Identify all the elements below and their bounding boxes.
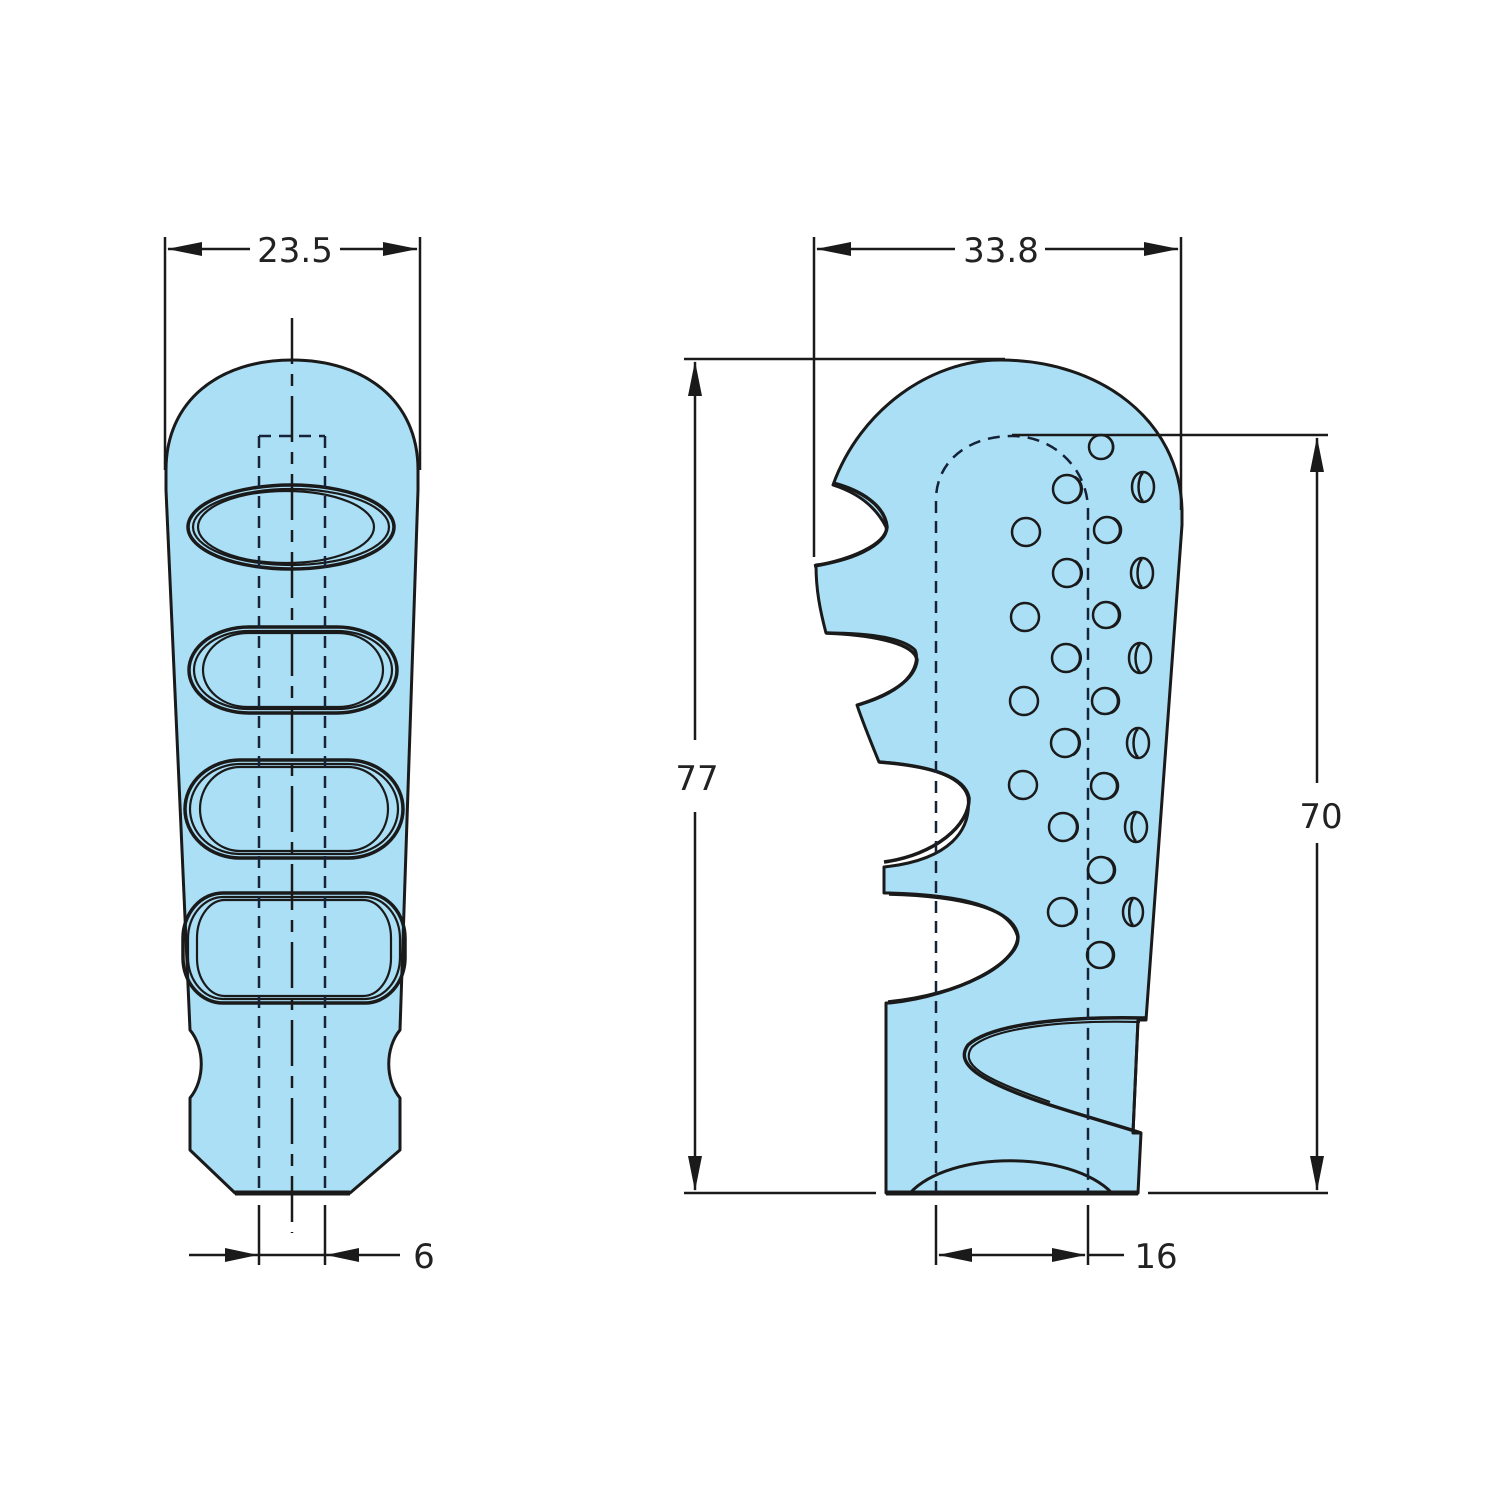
dimension-front-bore: 6 xyxy=(189,1205,435,1277)
dimension-bore-diameter: 16 xyxy=(934,1205,1178,1277)
finger-groove-4 xyxy=(181,891,407,1005)
dimension-front-width: 23.5 xyxy=(163,231,422,470)
dimension-side-width: 33.8 xyxy=(812,231,1183,557)
side-finger-notches xyxy=(813,481,1147,1135)
side-view-body xyxy=(814,358,1184,1195)
dimension-label-front-width: 23.5 xyxy=(257,231,333,271)
dimension-label-bore-depth: 70 xyxy=(1299,797,1342,837)
finger-groove-3 xyxy=(183,758,405,860)
front-view-body xyxy=(164,358,420,1195)
side-view: 33.8 77 70 xyxy=(675,231,1342,1277)
side-grip-dots xyxy=(1007,433,1156,970)
front-view: 23.5 6 xyxy=(163,231,435,1277)
dimension-bore-depth: 70 xyxy=(1012,433,1343,1195)
dimension-label-overall-height: 77 xyxy=(675,759,718,799)
dimension-overall-height: 77 xyxy=(675,357,1005,1195)
dimension-label-bore-diameter: 16 xyxy=(1134,1237,1177,1277)
dimension-label-front-bore: 6 xyxy=(413,1237,435,1277)
side-base-arc xyxy=(908,1159,1114,1195)
dimension-label-side-width: 33.8 xyxy=(963,231,1039,271)
